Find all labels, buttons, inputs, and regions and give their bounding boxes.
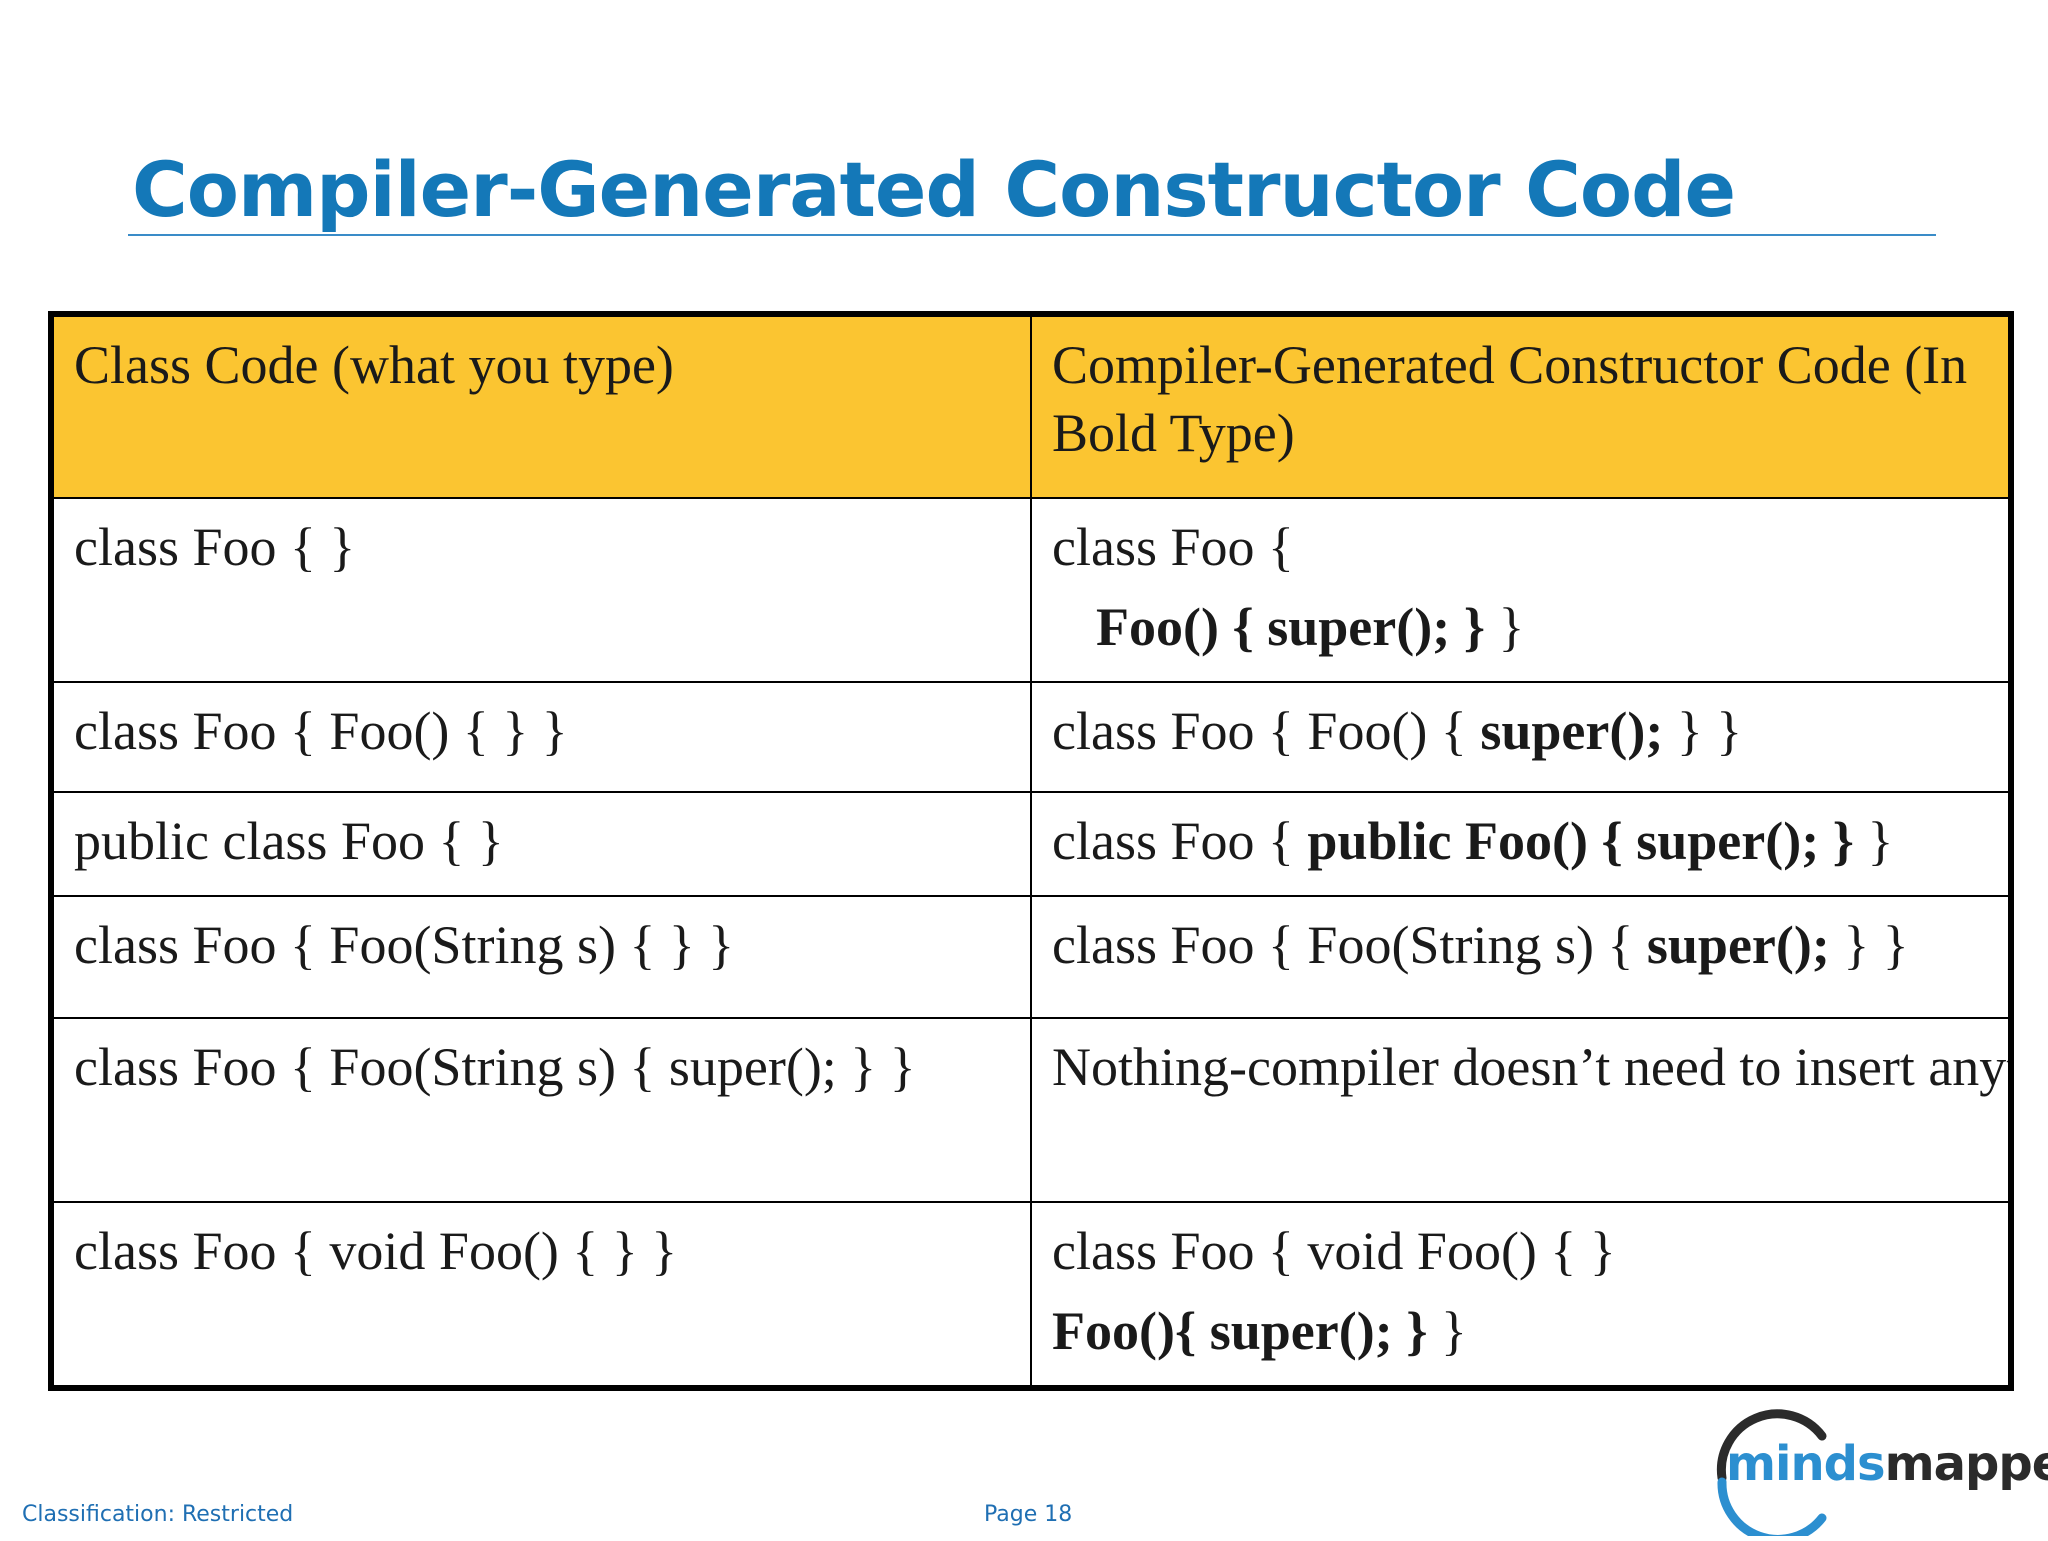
generated-code-cell: class Foo { public Foo() { super(); } } — [1030, 791, 2012, 897]
code-line: class Foo { void Foo() { } — [1052, 1221, 1616, 1281]
classification-label: Classification: Restricted — [22, 1502, 294, 1527]
generated-code-cell: class Foo { Foo() { super(); } } — [1030, 497, 2012, 683]
table-header-row: Class Code (what you type) Compiler-Gene… — [50, 313, 2012, 499]
table-row: class Foo { Foo() { } } class Foo { Foo(… — [50, 681, 2012, 793]
table-row: class Foo { void Foo() { } } class Foo {… — [50, 1201, 2012, 1389]
generated-code-bold: Foo() { super(); } — [1096, 597, 1485, 657]
title-underline — [128, 234, 1936, 236]
table-row: class Foo { Foo(String s) { super(); } }… — [50, 1017, 2012, 1203]
logo-part-mapped: mapped — [1884, 1436, 2048, 1492]
generated-code-cell: class Foo { Foo() { super(); } } — [1030, 681, 2012, 793]
class-code-cell: public class Foo { } — [50, 791, 1032, 897]
generated-code-bold: Foo(){ super(); } — [1052, 1301, 1428, 1361]
mindsmapped-logo: mindsmapped — [1696, 1406, 2048, 1541]
code-pre: class Foo { Foo() { — [1052, 701, 1481, 761]
logo-part-minds: minds — [1726, 1436, 1886, 1492]
code-tail: } — [1427, 1301, 1467, 1361]
generated-code-cell: Nothing-compiler doesn’t need to insert … — [1030, 1017, 2012, 1203]
logo-ring-dark-arc — [1716, 1409, 1827, 1483]
header-class-code: Class Code (what you type) — [50, 313, 1032, 499]
class-code-cell: class Foo { Foo() { } } — [50, 681, 1032, 793]
constructor-table: Class Code (what you type) Compiler-Gene… — [48, 311, 2014, 1391]
code-line: class Foo { — [1052, 517, 1294, 577]
table-row: class Foo { } class Foo { Foo() { super(… — [50, 497, 2012, 683]
code-pre: class Foo { Foo(String s) { — [1052, 915, 1647, 975]
code-pre: class Foo { — [1052, 811, 1308, 871]
generated-code-bold: super(); — [1646, 915, 1830, 975]
code-line: Foo() { super(); } } — [1052, 593, 1988, 661]
generated-code-bold: super(); — [1480, 701, 1664, 761]
class-code-cell: class Foo { } — [50, 497, 1032, 683]
code-post: } } — [1829, 915, 1909, 975]
table-row: class Foo { Foo(String s) { } } class Fo… — [50, 895, 2012, 1019]
generated-code-bold: public Foo() { super(); } — [1307, 811, 1854, 871]
generated-code-cell: class Foo { void Foo() { } Foo(){ super(… — [1030, 1201, 2012, 1389]
code-line: Foo(){ super(); } } — [1052, 1297, 1988, 1365]
class-code-cell: class Foo { Foo(String s) { } } — [50, 895, 1032, 1019]
class-code-cell: class Foo { Foo(String s) { super(); } } — [50, 1017, 1032, 1203]
generated-code-cell: class Foo { Foo(String s) { super(); } } — [1030, 895, 2012, 1019]
code-post: } — [1853, 811, 1894, 871]
header-generated-code: Compiler-Generated Constructor Code (In … — [1030, 313, 2012, 499]
page-title: Compiler-Generated Constructor Code — [132, 145, 1736, 234]
logo-wordmark: mindsmapped — [1726, 1436, 2048, 1492]
code-tail: } — [1484, 597, 1525, 657]
table-row: public class Foo { } class Foo { public … — [50, 791, 2012, 897]
page-number: Page 18 — [984, 1502, 1073, 1527]
class-code-cell: class Foo { void Foo() { } } — [50, 1201, 1032, 1389]
code-post: } } — [1663, 701, 1743, 761]
